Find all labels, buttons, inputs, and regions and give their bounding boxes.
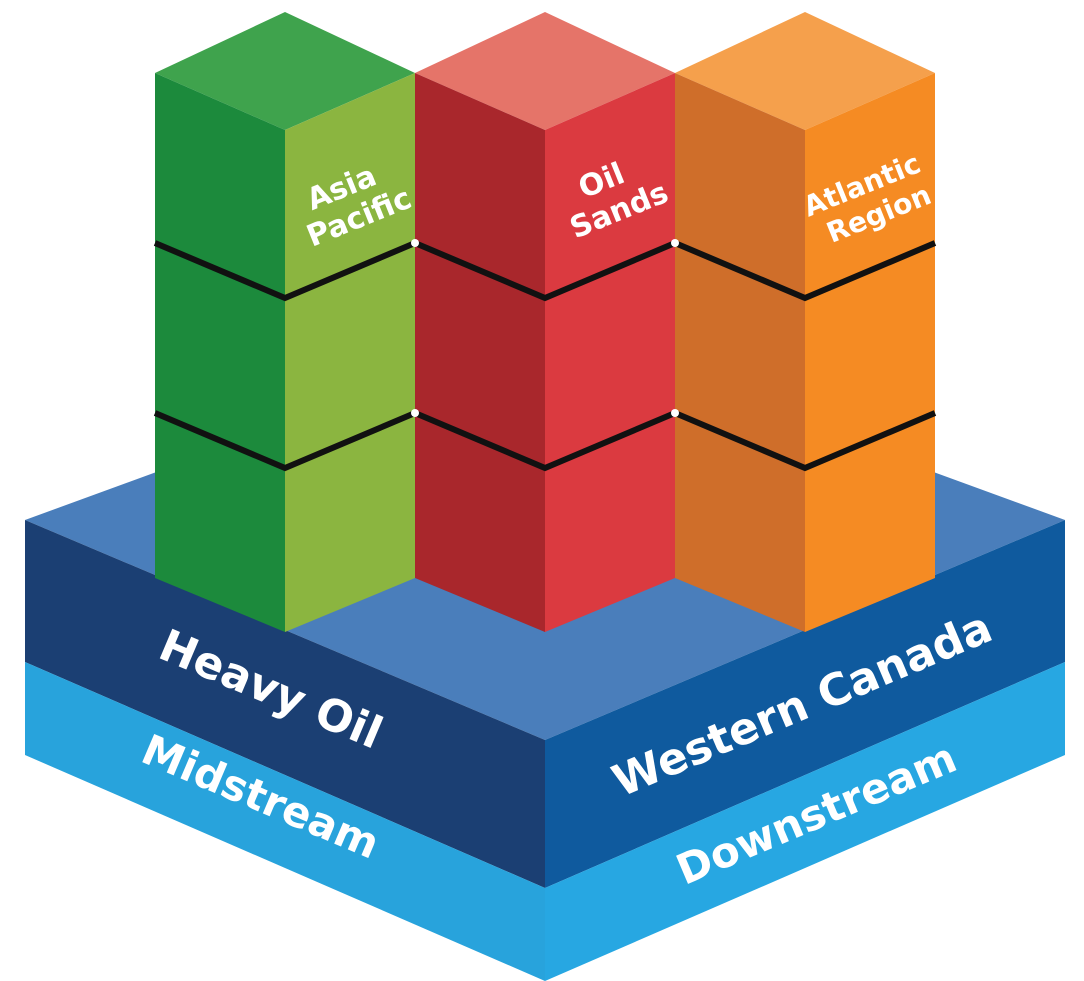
column-oil-sands xyxy=(413,12,677,632)
column-left-face xyxy=(155,73,285,632)
column-atlantic-region xyxy=(673,12,937,632)
column-top-face xyxy=(155,12,415,130)
column-right-face xyxy=(285,73,415,632)
segment-divider xyxy=(413,410,677,472)
segment-divider xyxy=(153,410,417,472)
divider-joint xyxy=(671,409,679,417)
divider-joint xyxy=(411,239,419,247)
column-top-face xyxy=(415,12,675,130)
segment-divider xyxy=(673,240,937,302)
column-left-face xyxy=(415,73,545,632)
base-left-upper-band xyxy=(25,520,545,888)
column-right-face xyxy=(805,73,935,632)
column-asia-pacific xyxy=(153,12,417,632)
segment-divider xyxy=(673,410,937,472)
segment-divider xyxy=(413,240,677,302)
base-left-lower-band xyxy=(25,662,545,981)
base-right-lower-band xyxy=(545,662,1065,981)
column-right-face xyxy=(545,73,675,632)
segment-divider xyxy=(153,240,417,302)
column-left-face xyxy=(675,73,805,632)
divider-joint xyxy=(671,239,679,247)
base-right-upper-band xyxy=(545,520,1065,888)
divider-joint xyxy=(411,409,419,417)
column-top-face xyxy=(675,12,935,130)
